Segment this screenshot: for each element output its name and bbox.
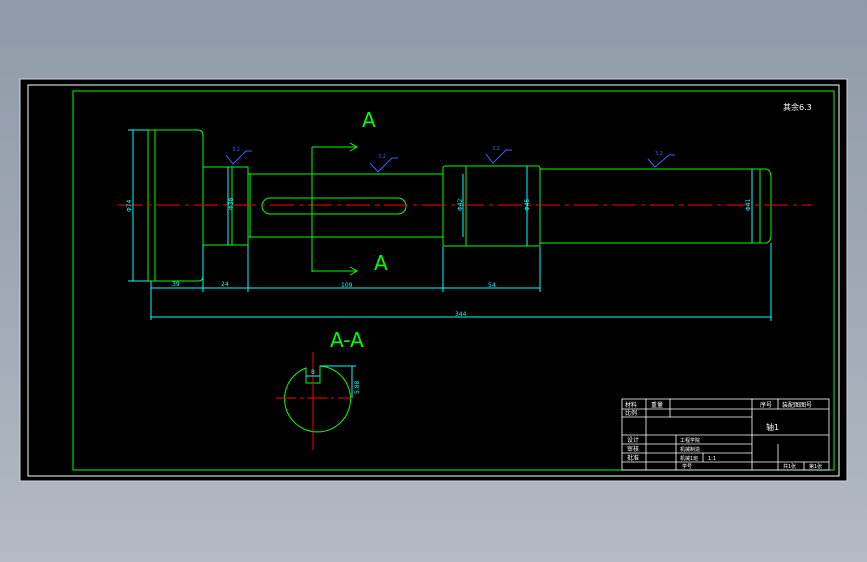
shaft-outline xyxy=(147,129,772,282)
title-block xyxy=(621,398,830,471)
len-1: 39 xyxy=(172,281,180,288)
outer-border xyxy=(27,84,840,477)
tb-class: 机械1班 xyxy=(680,455,698,462)
tb-student-no: 学号 xyxy=(682,463,692,470)
dia-3: Φ42 xyxy=(457,198,464,211)
tb-material: 材料 xyxy=(625,401,637,409)
tb-design: 设计 xyxy=(627,436,639,444)
section-view: 8 5.88 xyxy=(276,352,361,450)
len-3: 109 xyxy=(341,282,353,289)
tb-ratio: 1:1 xyxy=(708,456,716,462)
tb-seq: 序号 xyxy=(760,401,772,409)
len-4: 54 xyxy=(488,282,496,289)
section-mark-top: A xyxy=(362,108,376,132)
keyway-width: 8 xyxy=(311,369,315,376)
tb-approve: 批准 xyxy=(627,454,639,462)
roughness-3: 3.2 xyxy=(492,146,500,152)
tb-sheet-no: 第1张 xyxy=(809,463,822,470)
total-length: 344 xyxy=(455,311,467,318)
tb-major: 机械制造 xyxy=(680,446,700,453)
roughness-symbols xyxy=(225,149,675,173)
tb-scale-label: 比例 xyxy=(625,409,637,417)
inner-frame xyxy=(72,90,835,471)
tb-school: 工程学院 xyxy=(680,437,700,444)
section-mark-bottom: A xyxy=(374,251,388,275)
tb-part-name: 轴1 xyxy=(766,422,779,432)
dia-5: Φ41 xyxy=(745,198,752,211)
dia-1: Φ74 xyxy=(126,199,133,212)
length-dimensions xyxy=(150,243,772,321)
surface-note: 其余6.3 xyxy=(783,102,812,112)
roughness-4: 3.2 xyxy=(655,151,663,157)
section-title: A-A xyxy=(330,328,364,352)
diameter-dimensions xyxy=(128,129,753,282)
keyway-depth: 5.88 xyxy=(354,380,361,394)
len-2: 24 xyxy=(221,281,229,288)
roughness-2: 3.2 xyxy=(378,154,386,160)
tb-sheet-total: 共1张 xyxy=(783,463,796,470)
tb-mass: 重量 xyxy=(651,401,663,409)
tb-check: 审核 xyxy=(627,445,639,453)
roughness-1: 3.2 xyxy=(232,147,240,153)
section-cut-marks xyxy=(311,142,359,276)
drawing-paper xyxy=(19,78,848,482)
tb-drawing-no: 装配图图号 xyxy=(782,401,812,409)
dia-4: Φ45 xyxy=(524,198,531,211)
dia-2: Φ38 xyxy=(228,197,235,210)
